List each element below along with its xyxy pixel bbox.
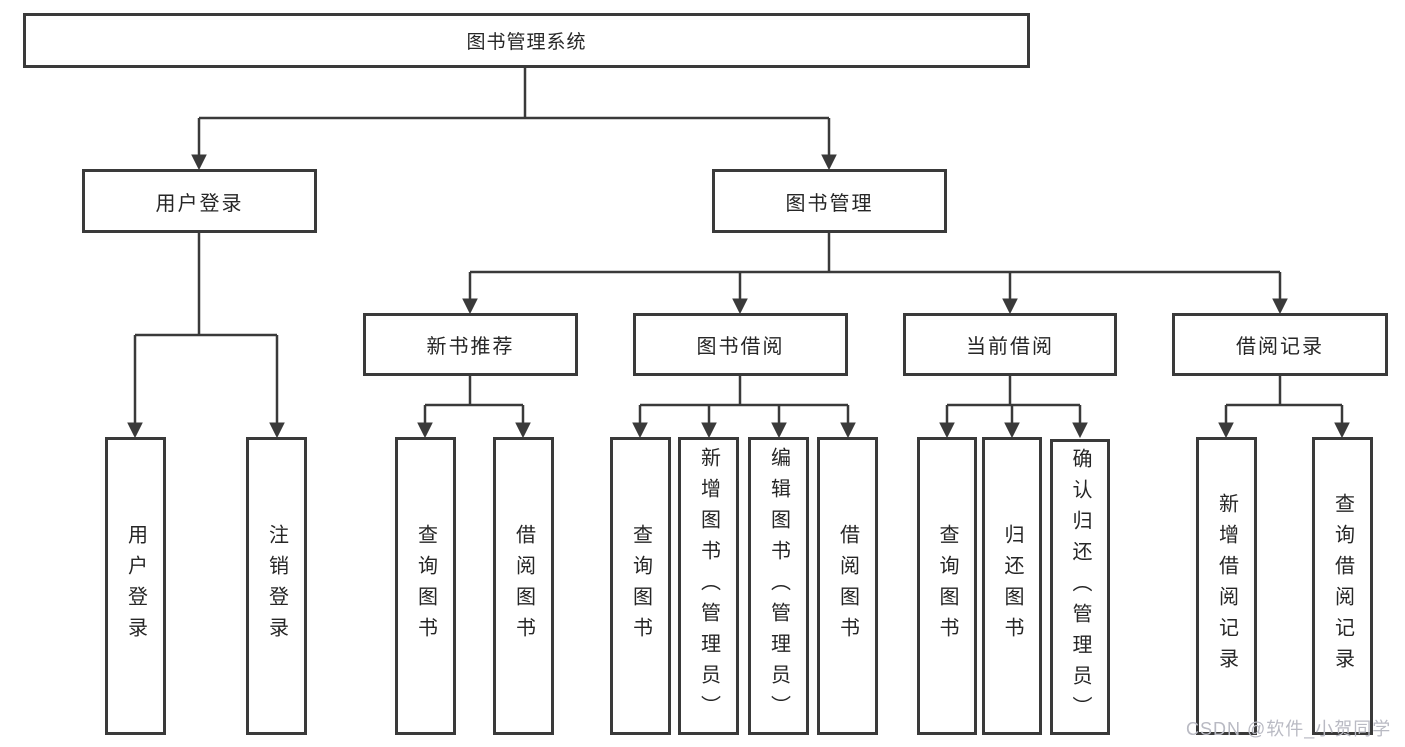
leaf-return-books: 归还图书 [982,437,1042,735]
node-book-borrowing: 图书借阅 [633,313,848,376]
leaf-search-borrow-record: 查询借阅记录 [1312,437,1373,735]
node-new-book-recommendation: 新书推荐 [363,313,578,376]
node-label: 用户登录 [155,192,244,215]
csdn-watermark: CSDN @软件_小贺同学 [1186,719,1392,739]
leaf-add-books-admin: 新增图书（管理员） [678,437,739,735]
node-label: 借阅记录 [1236,336,1324,358]
node-label: 借阅图书 [836,524,859,648]
node-label: 确认归还（管理员） [1069,447,1091,727]
node-label: 编辑图书（管理员） [767,446,790,726]
node-borrowing-records: 借阅记录 [1172,313,1388,376]
leaf-logout: 注销登录 [246,437,307,735]
node-library-management-system: 图书管理系统 [23,13,1030,68]
arrow-down-icon [1334,422,1350,439]
leaf-user-login: 用户登录 [105,437,166,735]
leaf-add-borrow-record: 新增借阅记录 [1196,437,1257,735]
arrow-down-icon [269,422,285,439]
arrow-down-icon [1218,422,1234,439]
arrow-down-icon [191,154,207,171]
node-label: 新增图书（管理员） [697,446,720,726]
node-label: 查询图书 [414,524,437,648]
leaf-borrow-books: 借阅图书 [817,437,878,735]
arrow-down-icon [127,422,143,439]
node-book-management: 图书管理 [712,169,947,233]
arrow-down-icon [417,422,433,439]
node-label: 归还图书 [1001,524,1023,648]
arrow-down-icon [515,422,531,439]
arrow-down-icon [771,422,787,439]
leaf-search-books-current: 查询图书 [917,437,977,735]
leaf-edit-books-admin: 编辑图书（管理员） [748,437,809,735]
node-label: 借阅图书 [512,524,535,648]
arrow-down-icon [701,422,717,439]
leaf-search-books-recommend: 查询图书 [395,437,456,735]
node-user-login: 用户登录 [82,169,317,233]
arrow-down-icon [840,422,856,439]
node-label: 图书借阅 [696,336,785,358]
node-label: 新增借阅记录 [1215,493,1238,679]
node-label: 图书管理系统 [466,32,587,53]
node-label: 注销登录 [265,524,288,648]
node-label: 当前借阅 [966,336,1054,358]
leaf-confirm-return-admin: 确认归还（管理员） [1050,439,1110,735]
arrow-down-icon [632,422,648,439]
arrow-down-icon [821,154,837,171]
node-label: 新书推荐 [426,336,515,358]
arrow-down-icon [1002,298,1018,315]
node-current-borrowing: 当前借阅 [903,313,1117,376]
node-label: 查询图书 [936,524,958,648]
arrow-down-icon [1272,298,1288,315]
leaf-borrow-books-recommend: 借阅图书 [493,437,554,735]
arrow-down-icon [732,298,748,315]
node-label: 用户登录 [124,524,147,648]
arrow-down-icon [939,422,955,439]
leaf-search-books-borrowing: 查询图书 [610,437,671,735]
node-label: 查询图书 [629,524,652,648]
arrow-down-icon [1004,422,1020,439]
node-label: 图书管理 [785,192,874,215]
node-label: 查询借阅记录 [1331,493,1354,679]
arrow-down-icon [462,298,478,315]
arrow-down-icon [1072,422,1088,439]
